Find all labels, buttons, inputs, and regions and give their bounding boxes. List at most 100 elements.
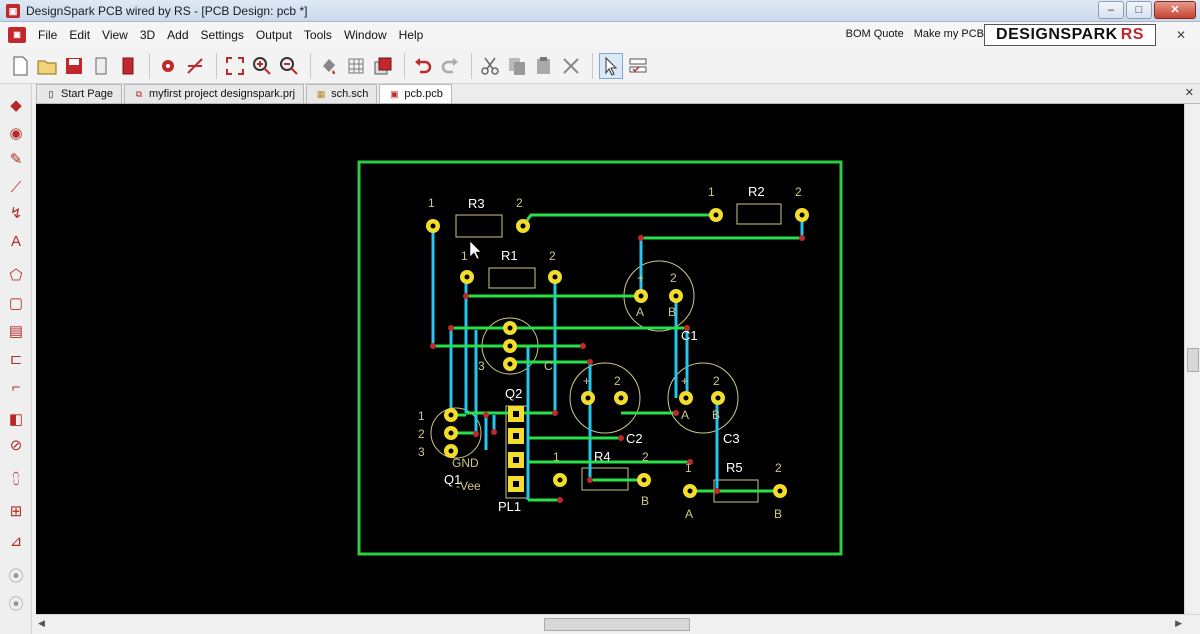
undo-icon[interactable]: [411, 53, 435, 79]
zoom-in-icon[interactable]: [250, 53, 274, 79]
bom-quote-link[interactable]: BOM Quote: [845, 28, 904, 40]
pads: [426, 208, 809, 498]
green-tracks: [433, 213, 802, 502]
book-icon[interactable]: [116, 53, 140, 79]
delete-icon[interactable]: [559, 53, 583, 79]
pcb-canvas[interactable]: R3 R2 R1 R4 R5 C1 C2 C3 Q1 Q2 PL1 1 2 1 …: [36, 104, 1184, 614]
paste-icon[interactable]: [532, 53, 556, 79]
drc-icon[interactable]: ⊿: [9, 533, 23, 550]
brand-text: DESIGNSPARK: [996, 26, 1118, 43]
outline-icon[interactable]: ⊏: [9, 351, 23, 368]
cut-icon[interactable]: [478, 53, 502, 79]
new-doc-icon[interactable]: [8, 53, 32, 79]
toolbar-separator: [149, 52, 150, 79]
vertical-scrollbar[interactable]: [1184, 104, 1200, 614]
ruler-icon[interactable]: ⩇: [12, 470, 20, 488]
c2-label: C2: [626, 431, 643, 446]
pin-label: A: [636, 305, 644, 319]
menu-settings[interactable]: Settings: [200, 28, 244, 42]
make-my-pcb-link[interactable]: Make my PCB: [913, 28, 984, 40]
horizontal-scroll-thumb[interactable]: [544, 618, 690, 631]
toolbar-separator: [216, 52, 217, 79]
page-icon[interactable]: [89, 53, 113, 79]
q1-outline: [430, 407, 482, 459]
redo-icon[interactable]: [438, 53, 462, 79]
pin-label: 2: [642, 450, 649, 464]
maximize-button[interactable]: □: [1126, 1, 1152, 19]
menu-right-links: BOM Quote Make my PCB: [846, 28, 984, 40]
menu-file[interactable]: File: [38, 28, 58, 42]
component-icon[interactable]: [156, 53, 180, 79]
scroll-left-icon[interactable]: ◀: [38, 618, 45, 628]
menu-3d[interactable]: 3D: [139, 28, 156, 42]
document-tabs: ▯ Start Page ⧉ myfirst project designspa…: [36, 84, 1200, 104]
menu-add[interactable]: Add: [167, 28, 189, 42]
pin-label: 2: [418, 427, 425, 441]
select-icon[interactable]: [599, 52, 623, 79]
scroll-right-icon[interactable]: ▶: [1175, 618, 1182, 628]
pin-label: B: [712, 408, 720, 422]
save-icon[interactable]: [62, 53, 86, 79]
window-title: DesignSpark PCB wired by RS - [PCB Desig…: [26, 3, 308, 18]
shape-icon[interactable]: ⬠: [9, 267, 23, 284]
route-icon[interactable]: ↯: [9, 205, 23, 222]
window-controls: – □ ✕: [1098, 1, 1196, 19]
probe-icon[interactable]: ✎: [9, 151, 23, 168]
menu-bar: ▣ File Edit View 3D Add Settings Output …: [0, 22, 1200, 48]
menu-tools[interactable]: Tools: [303, 28, 332, 42]
measure-icon[interactable]: ⊞: [9, 503, 23, 520]
horizontal-scrollbar[interactable]: ◀ ▶: [36, 614, 1200, 634]
area-icon[interactable]: ▢: [8, 295, 24, 312]
tab-project[interactable]: ⧉ myfirst project designspark.prj: [123, 84, 305, 103]
open-folder-icon[interactable]: [35, 53, 59, 79]
vias: [430, 235, 805, 503]
pcb-icon: ▣: [390, 89, 399, 99]
tab-close-button[interactable]: ✕: [1184, 87, 1194, 99]
project-icon: ⧉: [135, 89, 143, 99]
pl1-label: PL1: [498, 499, 521, 514]
layer-icon[interactable]: ◆: [10, 97, 22, 114]
text-icon[interactable]: A: [10, 232, 21, 250]
main-toolbar: [0, 48, 1200, 84]
properties-icon[interactable]: [626, 53, 650, 79]
tab-label: myfirst project designspark.prj: [148, 88, 296, 100]
zoom-out-icon[interactable]: [277, 53, 301, 79]
copper-icon[interactable]: ▤: [8, 323, 24, 340]
paint-icon[interactable]: [317, 53, 341, 79]
tab-start-page[interactable]: ▯ Start Page: [36, 84, 122, 103]
app-icon: ▣: [6, 3, 20, 18]
r1-label: R1: [501, 248, 518, 263]
dimension-icon[interactable]: ◧: [8, 411, 24, 428]
minimize-button[interactable]: –: [1098, 1, 1124, 19]
track-icon[interactable]: ⟋: [10, 178, 22, 196]
grid-icon[interactable]: [344, 53, 368, 79]
q2-label: Q2: [505, 386, 522, 401]
menu-view[interactable]: View: [102, 28, 128, 42]
schematic-icon: ▦: [316, 89, 326, 99]
copy-icon[interactable]: [505, 53, 529, 79]
menu-output[interactable]: Output: [255, 28, 292, 42]
tab-pcb[interactable]: ▣ pcb.pcb: [379, 84, 452, 103]
zoom-fit-icon[interactable]: [223, 53, 247, 79]
blue-tracks: [431, 215, 804, 500]
page-icon: ▯: [48, 89, 54, 99]
menu-help[interactable]: Help: [398, 28, 424, 42]
tab-label: pcb.pcb: [404, 88, 443, 100]
r2-label: R2: [748, 184, 765, 199]
pin-label: 2: [516, 196, 523, 210]
doc-close-button[interactable]: ✕: [1175, 28, 1186, 42]
vertical-scroll-thumb[interactable]: [1187, 348, 1199, 372]
ratsnest-icon[interactable]: [183, 53, 207, 79]
menu-edit[interactable]: Edit: [69, 28, 91, 42]
compass-icon[interactable]: ⊘: [9, 437, 23, 454]
pin-label: 1: [685, 461, 692, 475]
menu-window[interactable]: Window: [343, 28, 387, 42]
toolbar-separator: [310, 52, 311, 79]
pad-icon[interactable]: ◉: [9, 125, 23, 142]
tab-label: Start Page: [61, 88, 113, 100]
layers-icon[interactable]: [371, 53, 395, 79]
board-icon[interactable]: ⌐: [11, 378, 21, 396]
tab-schematic[interactable]: ▦ sch.sch: [306, 84, 378, 103]
pin-labels: 1 2 1 2 1 2 2 + A B 2 + 2 + A B 3 C 1 2 …: [418, 185, 802, 521]
close-button[interactable]: ✕: [1154, 1, 1196, 19]
